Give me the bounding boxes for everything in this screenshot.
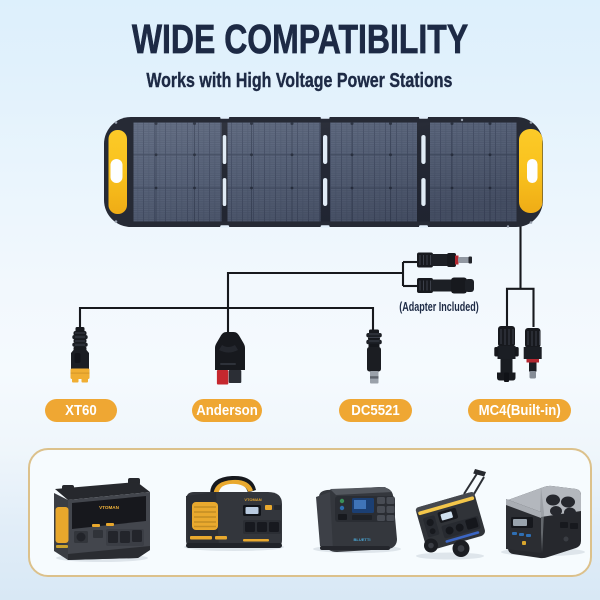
svg-text:VTOMAN: VTOMAN [244, 497, 261, 502]
svg-text:VTOMAN: VTOMAN [99, 505, 120, 510]
svg-text:BLUETTI: BLUETTI [354, 537, 371, 542]
